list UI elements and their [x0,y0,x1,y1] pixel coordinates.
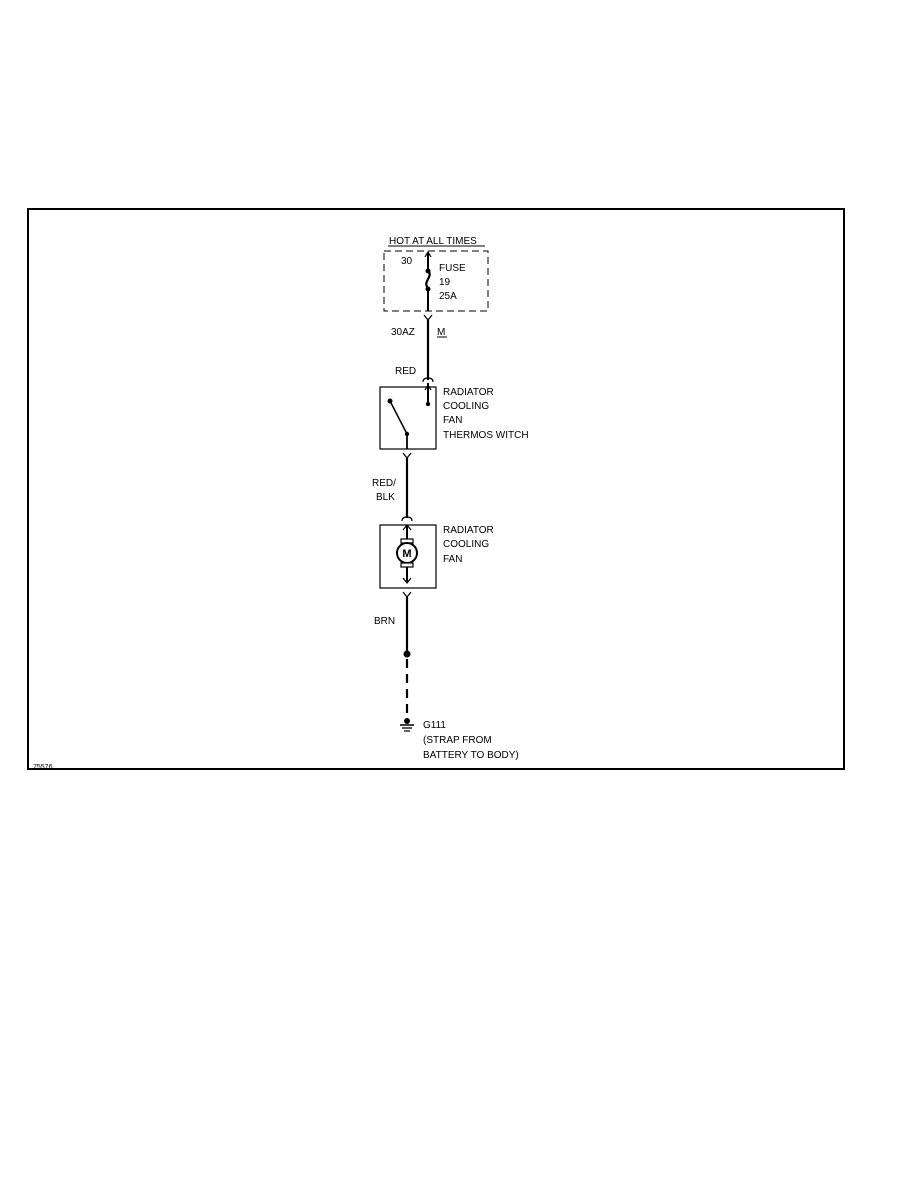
wire-red-blk-label-line1: RED/ [372,478,396,489]
fan-motor-label-line2: COOLING [443,539,489,550]
fan-motor-symbol [396,524,418,584]
thermoswitch-label-line3: FAN [443,415,462,426]
fuse-terminal-label: 30 [401,256,413,267]
thermoswitch-switch-symbol [387,383,432,449]
wire-red-blk-label-line2: BLK [376,492,395,503]
thermoswitch-bottom-connector [402,452,412,459]
fan-bottom-connector [402,591,412,598]
thermoswitch-top-connector [422,377,434,383]
fan-top-connector [401,516,413,522]
wiring-diagram: HOT AT ALL TIMES 30 FUSE 19 25A 30AZ M R… [33,236,529,771]
fuse-number: 19 [439,277,451,288]
fan-motor-label-line1: RADIATOR [443,525,494,536]
wire-red-label: RED [395,366,416,377]
fan-motor-m-symbol: M [402,548,411,560]
connector-code-label: M [437,327,445,338]
thermoswitch-label-line2: COOLING [443,401,489,412]
fuse-rating: 25A [439,291,457,302]
ground-id-label: G111 [423,720,446,731]
fuse-box-header: HOT AT ALL TIMES [389,236,477,247]
thermoswitch-label-line4: THERMOS WITCH [443,430,529,441]
ground-symbol [400,718,414,732]
thermoswitch-label-line1: RADIATOR [443,387,494,398]
fan-motor-label-line3: FAN [443,554,462,565]
ground-label-line1: (STRAP FROM [423,735,492,746]
fuse-symbol [424,250,432,311]
thermoswitch-box [379,386,437,450]
wiring-diagram-frame: HOT AT ALL TIMES 30 FUSE 19 25A 30AZ M R… [27,208,845,771]
figure-id: 75576 [33,764,53,771]
splice-dot [403,650,411,658]
ground-label-line2: BATTERY TO BODY) [423,750,519,761]
fuse-box [383,250,489,312]
circuit-id-label: 30AZ [391,327,415,338]
wire-brn-label: BRN [374,616,395,627]
fuse-label: FUSE [439,263,466,274]
connector-30az [423,314,433,321]
fan-motor-box [379,524,437,589]
